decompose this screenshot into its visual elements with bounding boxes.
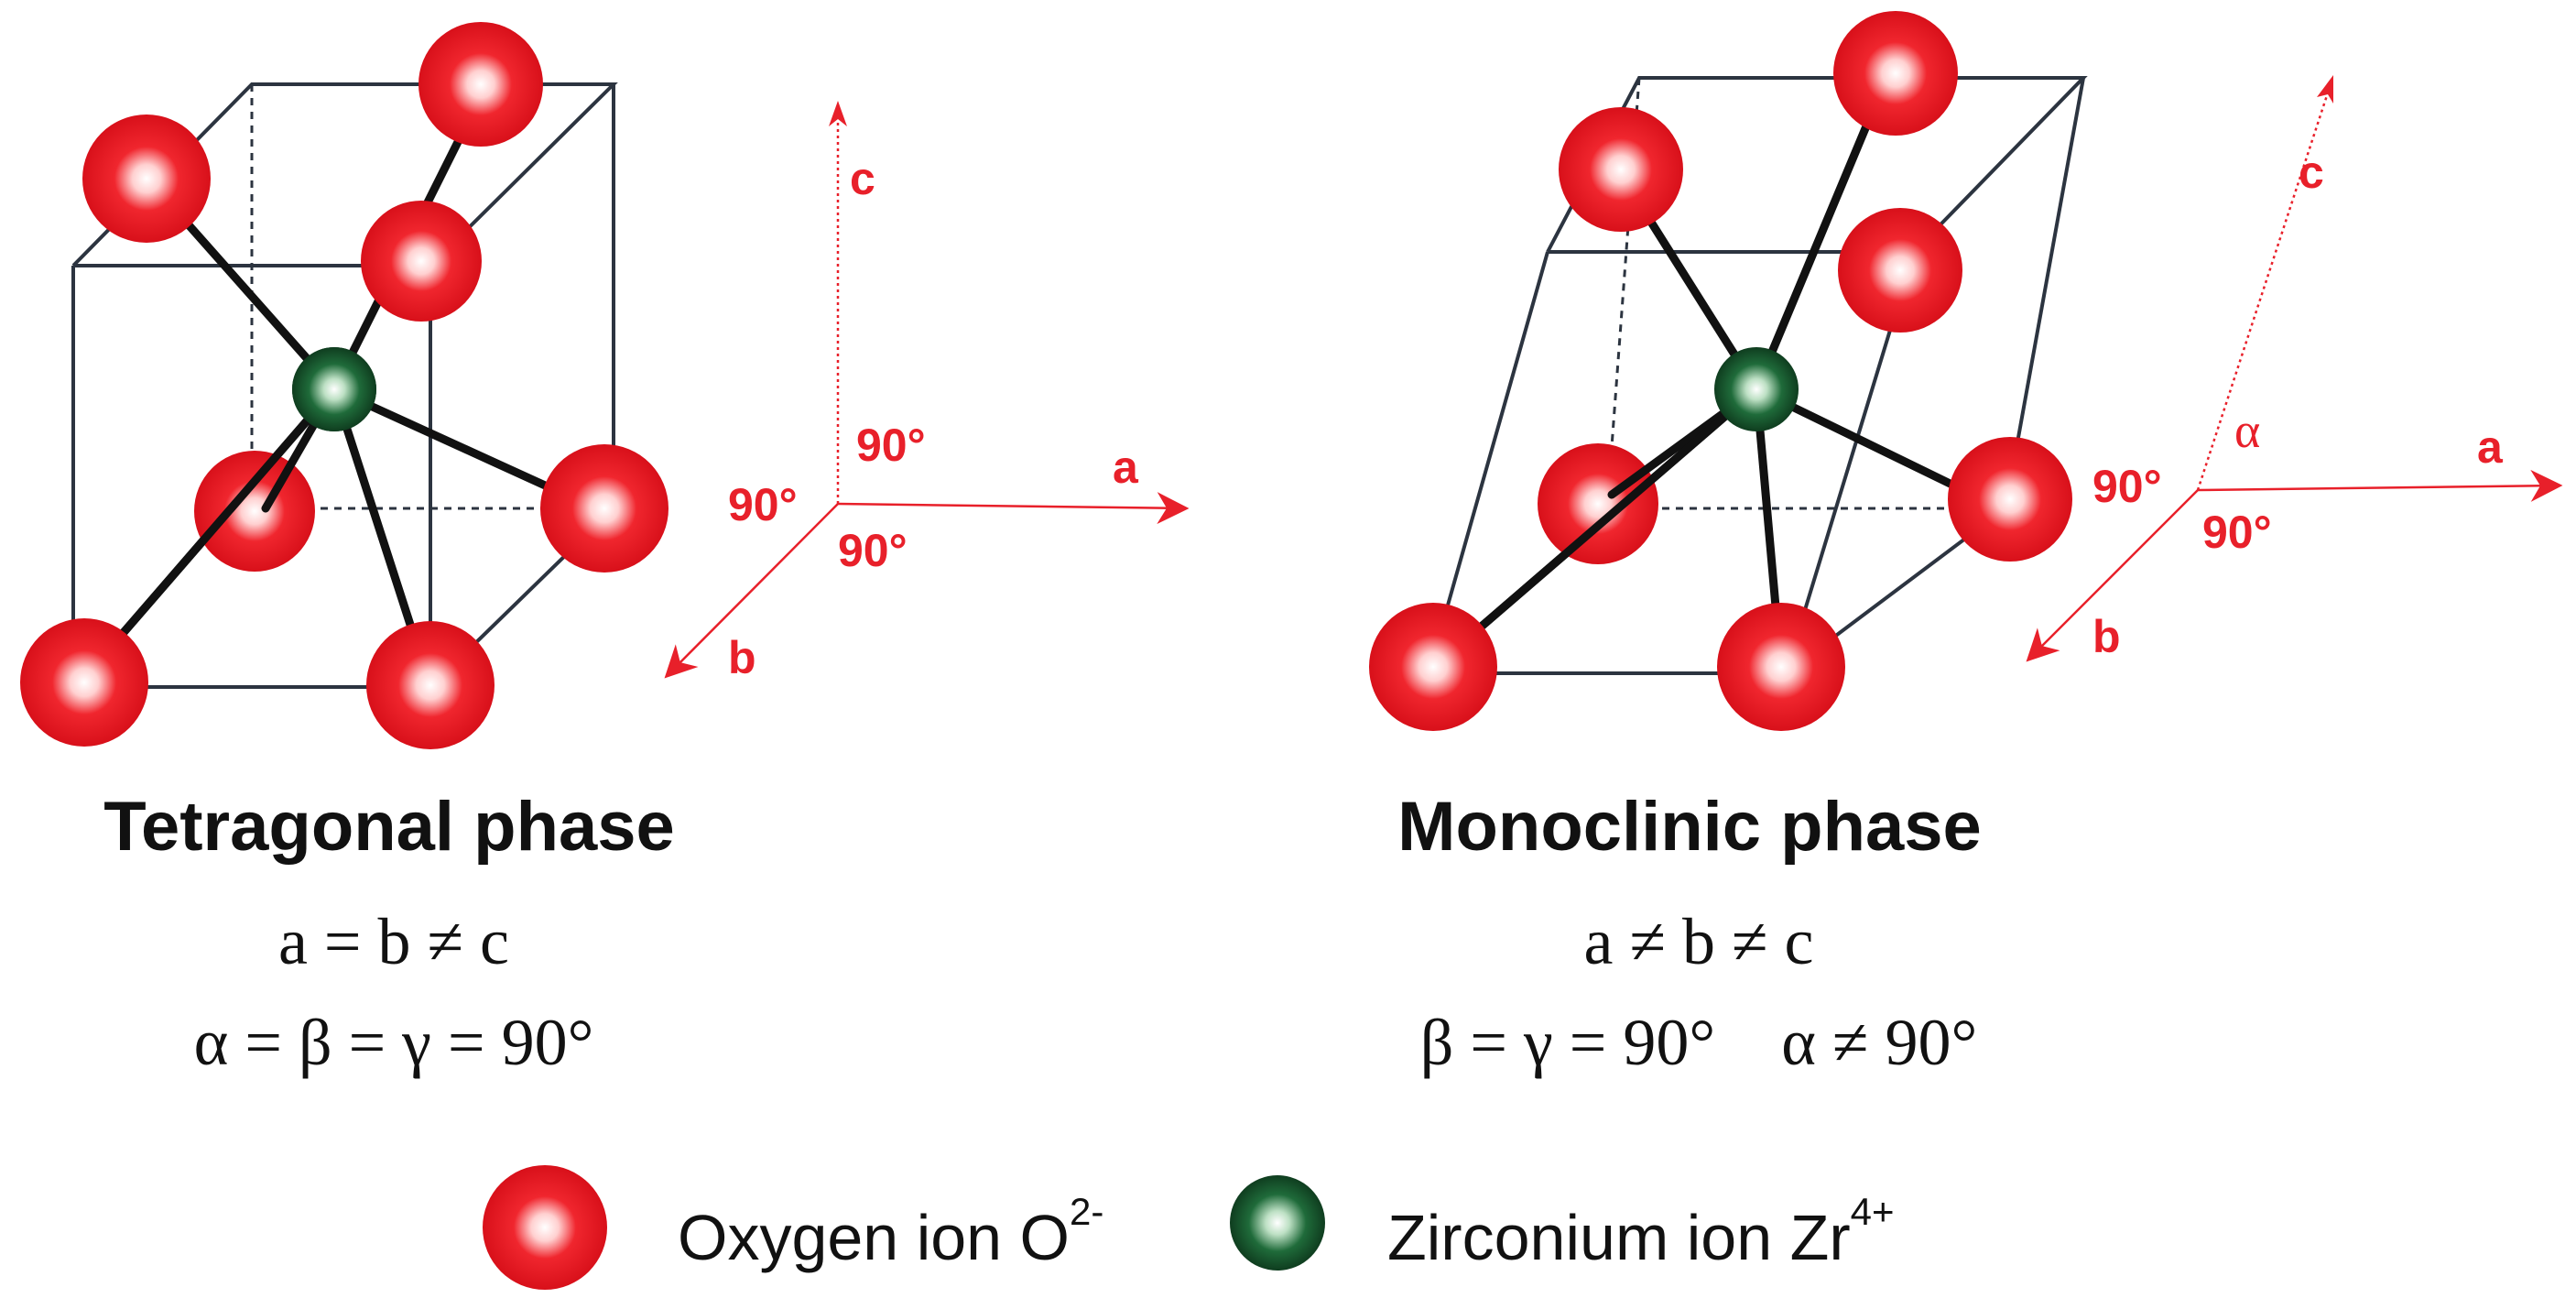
angle-bc-label: 90° (838, 525, 908, 576)
oxygen-atom (1559, 107, 1683, 232)
tetragonal-axes: c a b 90° 90° 90° (664, 101, 1190, 683)
axis-c-arrow (829, 101, 847, 126)
monoclinic-angle-relation: β = γ = 90° α ≠ 90° (1420, 1006, 1977, 1079)
bond (1433, 385, 1761, 669)
monoclinic-structure (1369, 11, 2088, 731)
angle-alpha-label: α (2234, 403, 2260, 458)
angle-bc-label: 90° (2202, 507, 2272, 558)
angle-ac-label: 90° (856, 420, 926, 471)
axis-a (837, 492, 1190, 525)
cell-edge (2004, 77, 2085, 509)
oxygen-atom (1538, 443, 1658, 564)
tetragonal-angle-relation: α = β = γ = 90° (194, 1006, 594, 1079)
oxygen-atom (366, 621, 495, 749)
oxygen-atom (418, 22, 543, 147)
axis-c (2196, 83, 2332, 491)
axis-b-label: b (728, 632, 756, 683)
axis-c-label: c (850, 153, 875, 204)
oxygen-atom (540, 444, 668, 573)
axis-a-label: a (1113, 442, 1139, 493)
oxygen-atom (194, 451, 315, 572)
monoclinic-title: Monoclinic phase (1397, 788, 1982, 866)
tetragonal-length-relation: a = b ≠ c (278, 905, 509, 978)
oxygen-atom (1948, 437, 2072, 562)
angle-ab-label: 90° (2092, 461, 2162, 512)
oxygen-atom (82, 115, 211, 243)
legend-oxygen-label: Oxygen ion O2- (678, 1190, 1103, 1273)
oxygen-atom (20, 618, 148, 747)
oxygen-atom (1833, 11, 1958, 136)
angle-ab-label: 90° (728, 479, 798, 530)
legend-oxygen-swatch (483, 1165, 607, 1290)
axis-b (2026, 489, 2199, 662)
bond (80, 385, 339, 682)
axis-b-label: b (2092, 611, 2121, 662)
legend: Oxygen ion O2- Zirconium ion Zr4+ (483, 1165, 1895, 1290)
zirconium-atom (1714, 347, 1799, 431)
axis-c-arrow (2317, 75, 2333, 104)
legend-zirconium-label: Zirconium ion Zr4+ (1387, 1190, 1895, 1273)
axis-c-label: c (2299, 147, 2324, 198)
oxygen-atom (1717, 603, 1845, 731)
axis-b (664, 503, 839, 679)
axis-a (2197, 469, 2563, 502)
monoclinic-length-relation: a ≠ b ≠ c (1584, 905, 1814, 978)
axis-a-label: a (2477, 421, 2504, 473)
tetragonal-title: Tetragonal phase (103, 788, 675, 866)
oxygen-atom (1838, 208, 1962, 333)
zirconium-atom (292, 347, 376, 431)
tetragonal-structure (20, 22, 668, 749)
bond (1752, 73, 1891, 394)
oxygen-atom (361, 201, 482, 322)
legend-zirconium-swatch (1230, 1175, 1325, 1271)
monoclinic-axes: c a b α 90° 90° (2026, 75, 2563, 662)
oxygen-atom (1369, 603, 1497, 731)
